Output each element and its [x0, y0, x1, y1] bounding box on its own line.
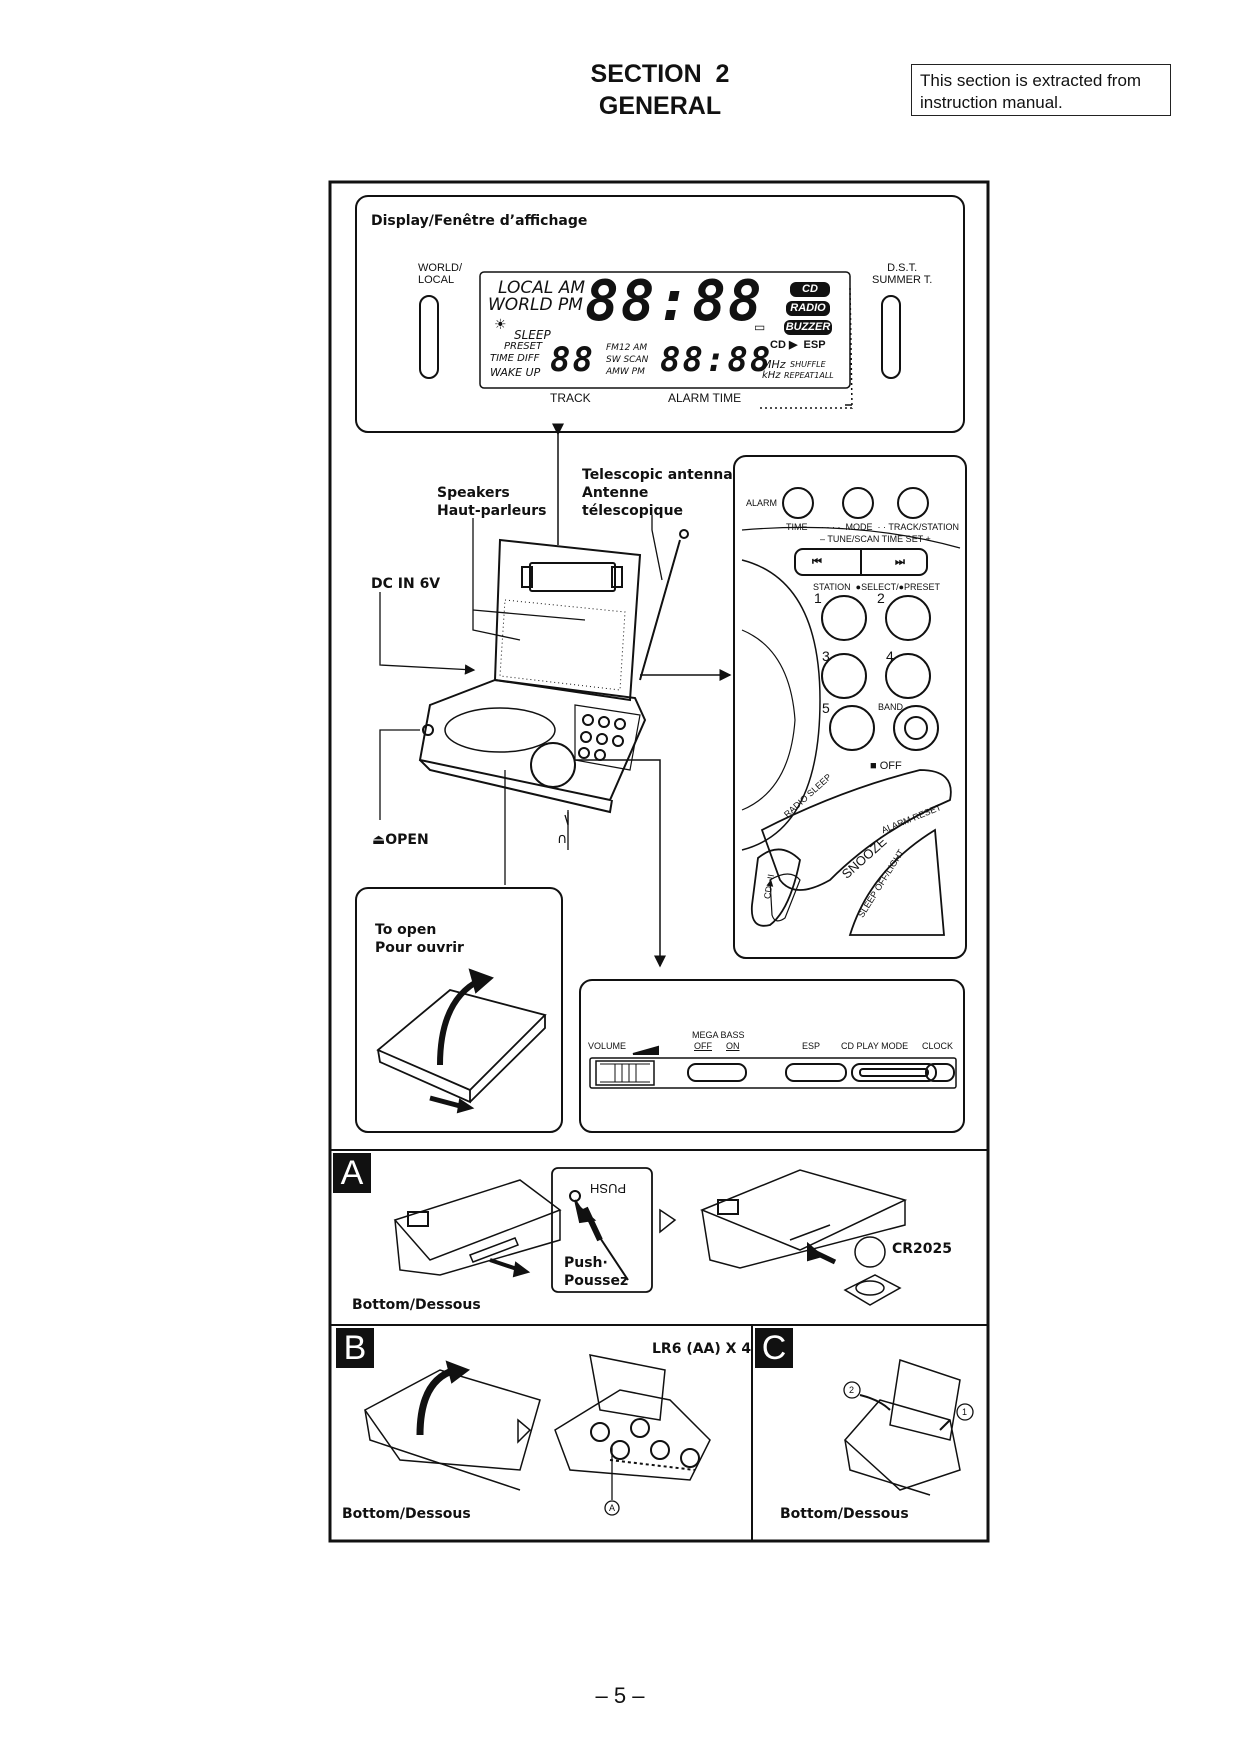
lcd-khz: kHz — [762, 370, 781, 381]
lcd-preset: PRESET — [504, 341, 543, 352]
section-a-letter: A — [333, 1153, 371, 1193]
lcd-big-digits: 88:88 — [585, 269, 764, 334]
lcd-world-pm: WORLD PM — [488, 295, 583, 315]
lcd-fm12-am: FM12 AM — [606, 343, 648, 353]
eject-icon: ⏏ — [372, 832, 386, 848]
volume-label: VOLUME — [588, 1041, 627, 1051]
push-callout: Push· Poussez — [564, 1255, 629, 1289]
antenna-callout: Telescopic antenna Antenne télescopique — [582, 467, 733, 519]
lcd-shuffle: SHUFFLE — [790, 360, 826, 369]
key-4: 4 — [886, 648, 894, 664]
lcd-amw-pm: AMW PM — [606, 367, 645, 377]
speakers-callout: Speakers Haut-parleurs — [437, 485, 547, 519]
lcd-mhz: MHz — [762, 358, 786, 371]
badge-buzzer: BUZZER — [784, 320, 832, 335]
lcd-sw-scan: SW SCAN — [606, 355, 649, 365]
step-2-marker: 2 — [849, 1385, 855, 1395]
section-a-bottom: Bottom/Dessous — [352, 1297, 481, 1313]
badge-radio: RADIO — [786, 301, 830, 316]
side-panel-frame — [579, 979, 965, 1133]
sun-icon: ☀ — [494, 317, 507, 333]
section-number: SECTION 2 — [590, 60, 730, 88]
next-icon: ⏭ — [895, 556, 905, 568]
control-panel-frame — [733, 455, 967, 959]
world-local-button — [419, 295, 439, 379]
lcd-small-digits-right: 88:88 — [660, 340, 773, 380]
lcd-small-digits-left: 88 — [550, 340, 595, 380]
track-label: TRACK — [550, 391, 591, 405]
clock-label: CLOCK — [922, 1041, 954, 1051]
section-c-letter: C — [755, 1328, 793, 1368]
dc-in-callout: DC IN 6V — [371, 576, 441, 592]
mega-bass-off: OFF — [694, 1041, 712, 1051]
station-row: STATION ●SELECT/●PRESET — [813, 582, 941, 592]
off-label: ■ OFF — [870, 760, 902, 772]
open-callout: ⏏OPEN — [372, 831, 429, 849]
dst-button — [881, 295, 901, 379]
lcd-wake-up: WAKE UP — [490, 366, 541, 379]
push-engraving: PUSH — [590, 1181, 627, 1196]
alarm-time-label: ALARM TIME — [668, 391, 742, 405]
battery-icon: ▭ — [754, 320, 766, 334]
mega-bass-label: MEGA BASS — [692, 1030, 745, 1040]
battery-marker: A — [609, 1503, 616, 1513]
cd-play-mode-label: CD PLAY MODE — [841, 1041, 909, 1051]
section-b-bottom: Bottom/Dessous — [342, 1506, 471, 1522]
mega-bass-on: ON — [726, 1041, 740, 1051]
cr2025-label: CR2025 — [892, 1241, 953, 1257]
prev-icon: ⏮ — [812, 556, 822, 568]
battery-label: LR6 (AA) X 4 — [652, 1341, 752, 1357]
lcd-time-diff: TIME DIFF — [490, 353, 540, 364]
key-1: 1 — [814, 590, 822, 606]
key-2: 2 — [877, 590, 885, 606]
world-local-label: WORLD/ LOCAL — [418, 262, 462, 286]
time-mode-row: TIME · · · · · · MODE · · TRACK/STATION — [786, 522, 959, 532]
lcd-sleep: SLEEP — [514, 328, 551, 342]
headphone-icon: ∩ — [557, 831, 568, 847]
to-open-callout: To open Pour ouvrir — [375, 922, 464, 956]
dst-label: D.S.T. SUMMER T. — [872, 262, 933, 286]
tune-row: – TUNE/SCAN TIME SET + — [820, 534, 931, 544]
extract-note: This section is extracted from instructi… — [911, 64, 1171, 116]
lcd-repeat: REPEAT1ALL — [784, 371, 834, 380]
alarm-label: ALARM — [746, 498, 778, 508]
display-panel-frame — [355, 195, 965, 433]
section-c-bottom: Bottom/Dessous — [780, 1506, 909, 1522]
badge-cd: CD — [790, 282, 830, 297]
section-b-letter: B — [336, 1328, 374, 1368]
to-open-panel — [355, 887, 563, 1133]
key-3: 3 — [822, 648, 830, 664]
lcd-cd-esp: CD ▶ ESP — [770, 339, 826, 351]
lcd-local-am: LOCAL AM — [498, 278, 586, 298]
step-1-marker: 1 — [962, 1407, 968, 1417]
band-label: BAND — [878, 702, 904, 712]
outer-frame — [328, 180, 990, 1543]
section-heading: SECTION 2 GENERAL — [540, 58, 780, 122]
open-label: OPEN — [385, 832, 429, 848]
section-title: GENERAL — [598, 92, 722, 120]
esp-label: ESP — [802, 1041, 821, 1051]
key-5: 5 — [822, 700, 830, 716]
display-panel-title: Display/Fenêtre d’affichage — [371, 213, 588, 229]
page-number: – 5 – — [595, 1683, 645, 1708]
